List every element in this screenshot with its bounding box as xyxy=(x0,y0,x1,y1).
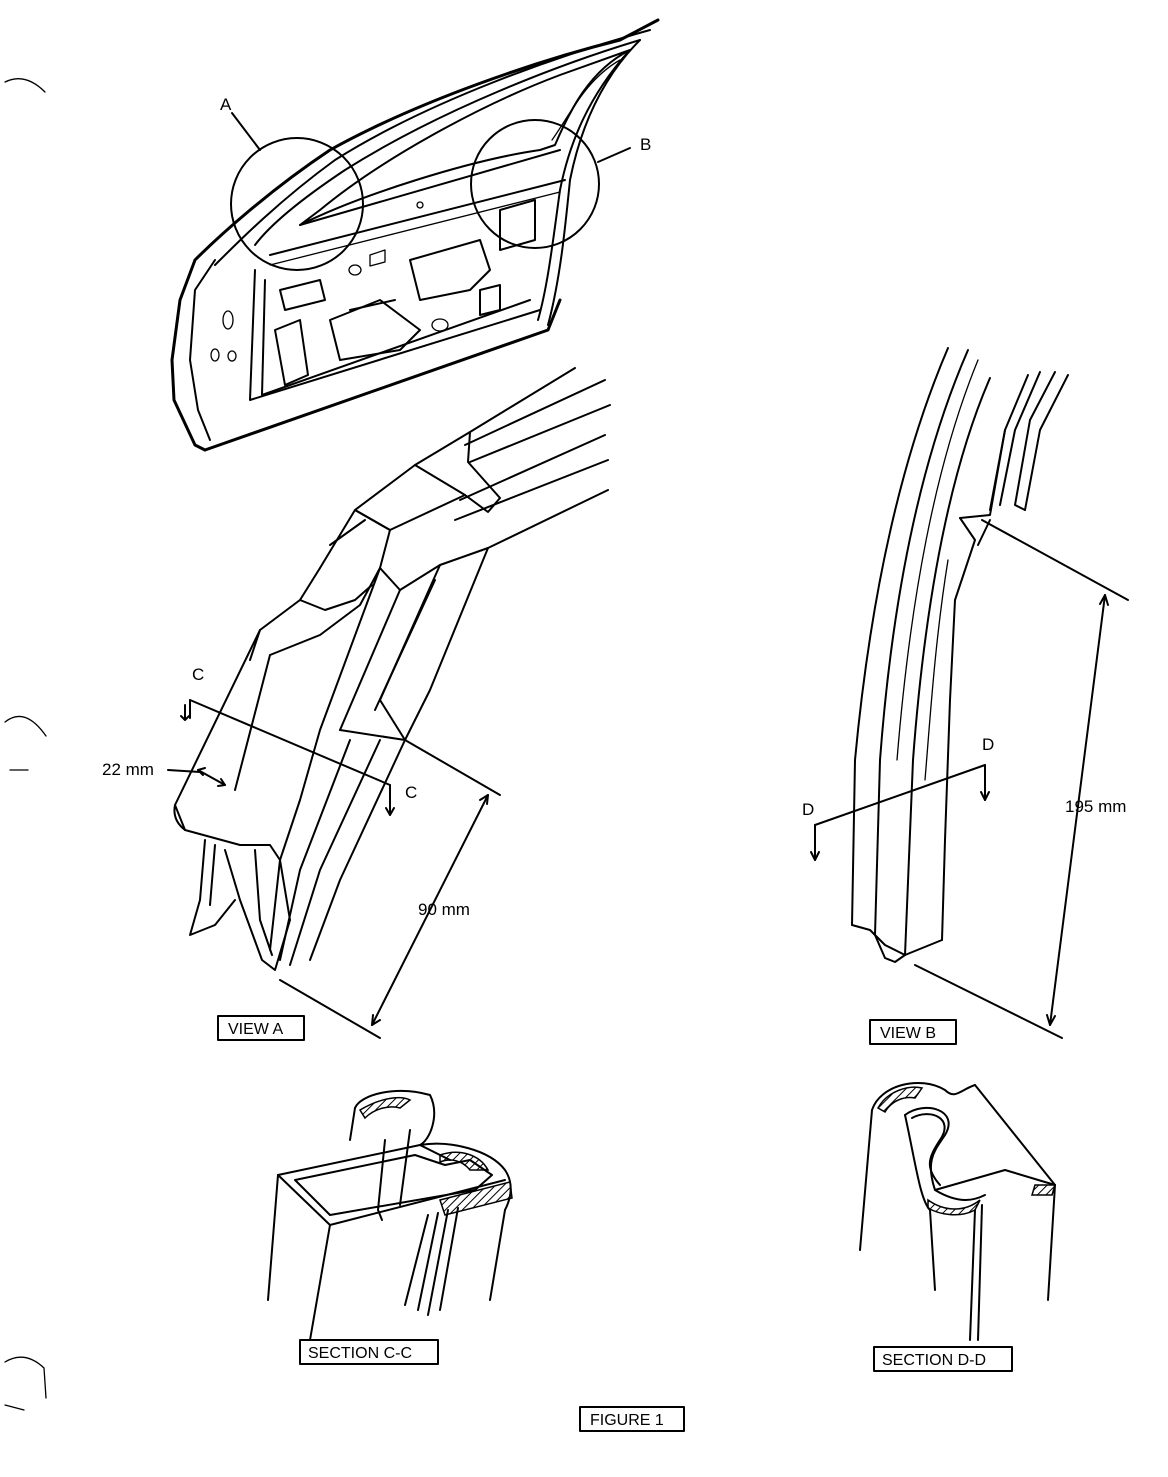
dim-22mm-label: 22 mm xyxy=(102,760,154,779)
section-cc-drawing xyxy=(267,1089,513,1341)
dim-195mm-label: 195 mm xyxy=(1065,797,1126,816)
detail-circle-a xyxy=(230,137,364,271)
view-a-drawing xyxy=(167,367,611,1039)
dim-90mm-label: 90 mm xyxy=(418,900,470,919)
view-a-caption-box xyxy=(217,1015,305,1041)
section-c-right-label: C xyxy=(405,783,417,802)
view-b-drawing xyxy=(810,347,1129,1039)
binder-hole-marks xyxy=(4,78,47,1411)
section-c-left-label: C xyxy=(192,665,204,684)
section-d-right-label: D xyxy=(982,735,994,754)
section-dd-caption: SECTION D-D xyxy=(882,1352,986,1369)
view-b-caption-box xyxy=(869,1019,957,1045)
detail-circle-b xyxy=(470,119,600,249)
section-dd-caption-box xyxy=(873,1346,1013,1372)
section-cc-caption-box xyxy=(299,1339,439,1365)
section-dd-drawing xyxy=(859,1081,1057,1341)
detail-a-label: A xyxy=(220,95,232,114)
section-d-left-label: D xyxy=(802,800,814,819)
figure-caption-box xyxy=(579,1406,685,1432)
view-a-caption: VIEW A xyxy=(228,1021,283,1038)
view-b-caption: VIEW B xyxy=(880,1025,936,1042)
section-cc-caption: SECTION C-C xyxy=(308,1345,412,1362)
figure-caption: FIGURE 1 xyxy=(590,1412,664,1429)
door-overview-drawing xyxy=(170,18,660,452)
detail-b-label: B xyxy=(640,135,651,154)
